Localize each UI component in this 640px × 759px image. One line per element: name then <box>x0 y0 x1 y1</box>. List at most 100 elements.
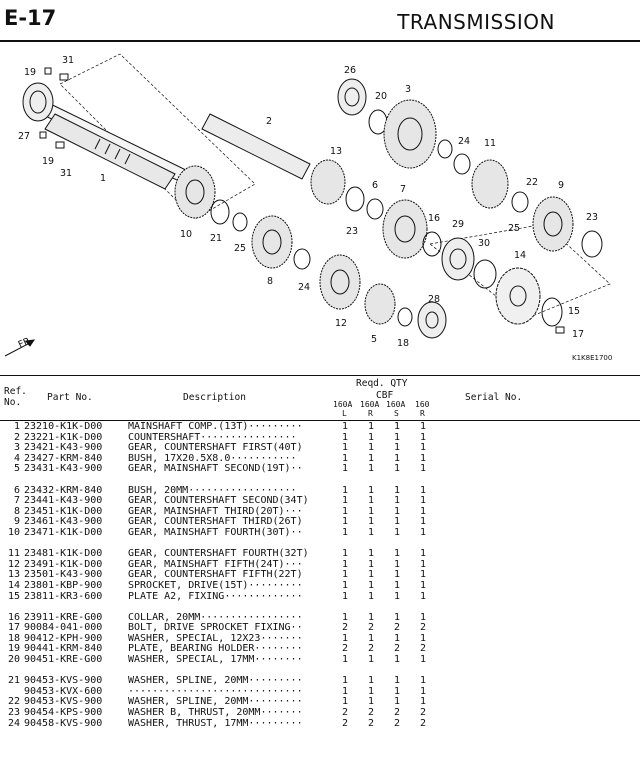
qty-cell: 1 <box>341 558 349 570</box>
callout: 27 <box>18 131 30 142</box>
ref-no-cell: 21 <box>7 675 20 687</box>
table-header: Ref. No. Part No. Description Reqd. QTY … <box>0 376 640 420</box>
qty-cell: 1 <box>393 421 401 432</box>
qty-cell: 1 <box>393 654 401 666</box>
qty-cell: 1 <box>419 442 427 454</box>
callout: 1 <box>100 173 106 184</box>
callout: 12 <box>335 318 347 329</box>
qty-cell: 2 <box>341 707 349 719</box>
description-cell: PLATE A2, FIXING············· <box>128 590 303 602</box>
qty-cell: 2 <box>419 717 427 729</box>
qty-cell: 1 <box>393 516 401 528</box>
part-no-cell: 90458-KVS-900 <box>24 717 103 729</box>
header-qty-variant: R <box>420 409 425 418</box>
qty-cell: 2 <box>367 717 375 729</box>
callout: 7 <box>400 184 406 195</box>
qty-cell: 1 <box>419 463 427 475</box>
qty-cell: 1 <box>367 526 375 538</box>
ref-no-cell: 18 <box>7 632 20 644</box>
table-row: 90453-KVX-600···························… <box>0 685 640 698</box>
qty-cell: 1 <box>341 484 349 496</box>
part-no-cell: 90453-KVX-600 <box>24 685 103 697</box>
description-cell: GEAR, COUNTERSHAFT SECOND(34T) <box>128 495 309 507</box>
qty-cell: 1 <box>419 548 427 560</box>
qty-cell: 2 <box>341 717 349 729</box>
ref-no-cell: 3 <box>13 442 20 454</box>
qty-cell: 1 <box>367 569 375 581</box>
callout: 29 <box>452 219 464 230</box>
qty-cell: 1 <box>393 505 401 517</box>
qty-cell: 1 <box>341 516 349 528</box>
qty-cell: 1 <box>367 421 375 432</box>
callout: 31 <box>60 168 72 179</box>
description-cell: GEAR, COUNTERSHAFT FOURTH(32T) <box>128 548 309 560</box>
qty-cell: 1 <box>419 696 427 708</box>
qty-cell: 2 <box>393 707 401 719</box>
description-cell: BUSH, 20MM·················· <box>128 484 297 496</box>
qty-cell: 1 <box>367 548 375 560</box>
callout: 19 <box>24 67 36 78</box>
part-no-cell: 23501-K43-900 <box>24 569 103 581</box>
qty-cell: 1 <box>341 452 349 464</box>
callout: 24 <box>458 136 470 147</box>
ref-no-cell: 19 <box>7 643 20 655</box>
ref-no-cell: 4 <box>13 452 20 464</box>
description-cell: GEAR, COUNTERSHAFT FIRST(40T) <box>128 442 303 454</box>
description-cell: WASHER, SPECIAL, 12X23······· <box>128 632 303 644</box>
qty-cell: 2 <box>419 643 427 655</box>
qty-cell: 1 <box>419 654 427 666</box>
qty-cell: 1 <box>419 685 427 697</box>
qty-cell: 1 <box>341 685 349 697</box>
qty-cell: 1 <box>341 421 349 432</box>
qty-cell: 1 <box>367 431 375 443</box>
description-cell: WASHER B, THRUST, 20MM······· <box>128 707 303 719</box>
ref-no-cell: 8 <box>13 505 20 517</box>
callout: 13 <box>330 146 342 157</box>
qty-cell: 1 <box>367 632 375 644</box>
qty-cell: 1 <box>341 442 349 454</box>
description-cell: MAINSHAFT COMP.(13T)········· <box>128 421 303 432</box>
ref-no-cell: 15 <box>7 590 20 602</box>
qty-cell: 1 <box>367 654 375 666</box>
callout: 23 <box>346 226 358 237</box>
diagram-reference-code: K1K8E1700 <box>572 354 612 362</box>
ref-no-cell: 1 <box>13 421 20 432</box>
ref-no-cell: 20 <box>7 654 20 666</box>
callout: 25 <box>234 243 246 254</box>
callout: 8 <box>267 276 273 287</box>
callout: 28 <box>428 294 440 305</box>
part-no-cell: 90453-KVS-900 <box>24 675 103 687</box>
description-cell: GEAR, MAINSHAFT THIRD(20T)··· <box>128 505 303 517</box>
callout: 26 <box>344 65 356 76</box>
qty-cell: 1 <box>393 590 401 602</box>
ref-no-cell: 16 <box>7 611 20 623</box>
qty-cell: 1 <box>393 579 401 591</box>
qty-cell: 1 <box>367 484 375 496</box>
qty-cell: 1 <box>393 484 401 496</box>
qty-cell: 1 <box>393 495 401 507</box>
description-cell: PLATE, BEARING HOLDER········ <box>128 643 303 655</box>
qty-cell: 1 <box>367 452 375 464</box>
exploded-parts-diagram: 31 19 27 19 31 1 10 21 25 8 2 13 26 20 3… <box>4 53 612 362</box>
section-code: E-17 <box>4 6 57 30</box>
description-cell: SPROCKET, DRIVE(15T)········· <box>128 579 303 591</box>
description-cell: BUSH, 17X20.5X8.0··········· <box>128 452 297 464</box>
ref-no-cell: 22 <box>7 696 20 708</box>
callout: 14 <box>514 250 526 261</box>
ref-no-cell: 10 <box>7 526 20 538</box>
qty-cell: 1 <box>419 452 427 464</box>
header-ref-no: Ref. No. <box>4 386 27 408</box>
header-part-no: Part No. <box>47 392 93 403</box>
qty-cell: 1 <box>419 579 427 591</box>
callout: 25 <box>508 223 520 234</box>
ref-no-cell: 6 <box>13 484 20 496</box>
